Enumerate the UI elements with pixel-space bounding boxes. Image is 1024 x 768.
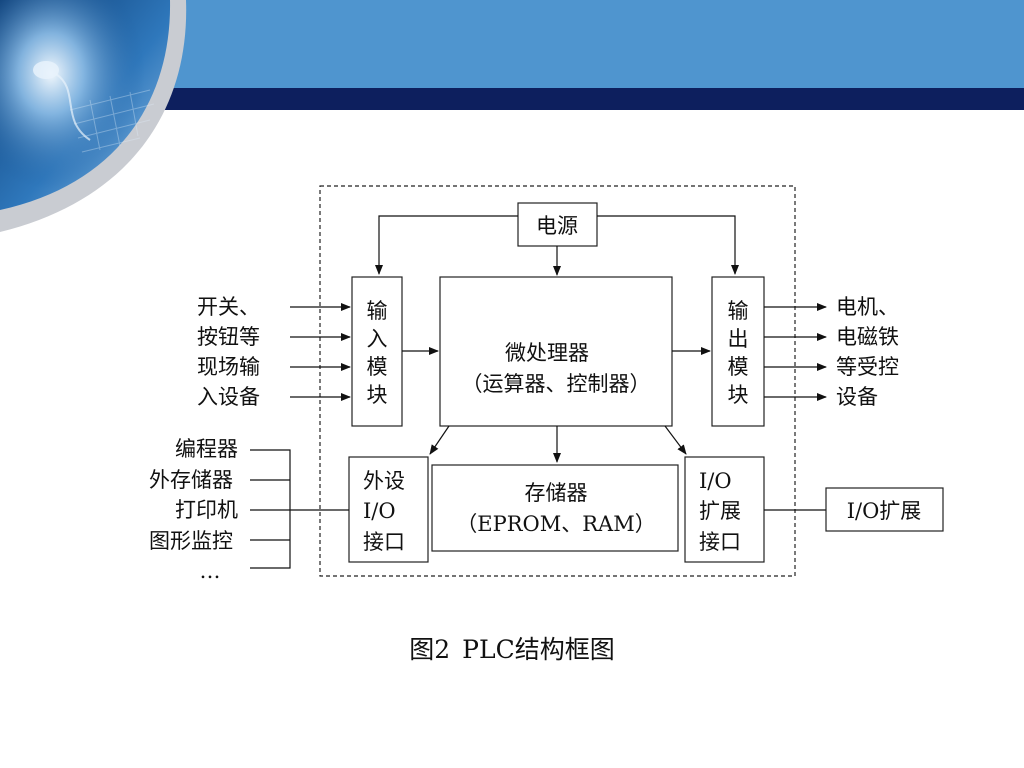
right-output-label-1: 电机、 — [836, 295, 899, 319]
input-module-char-4: 块 — [367, 383, 388, 407]
expansion-io-line2: 扩展 — [699, 499, 741, 523]
cpu-to-peripheral-arrow — [429, 425, 450, 455]
output-module-box — [711, 276, 765, 427]
output-module-char-3: 模 — [728, 355, 749, 379]
output-module-char-1: 输 — [728, 299, 749, 323]
expansion-io-line3: 接口 — [699, 530, 741, 554]
mouse-cable — [55, 73, 91, 141]
plc-boundary — [319, 185, 796, 577]
peripheral-label-1: 编程器 — [175, 437, 238, 461]
right-output-label-2: 电磁铁 — [836, 325, 899, 349]
header-banner — [150, 0, 1024, 110]
corner-glow — [0, 0, 171, 210]
power-label: 电源 — [536, 214, 578, 238]
keyboard-motif — [69, 89, 155, 153]
cpu-label-line2: （运算器、控制器） — [462, 372, 651, 396]
input-module-char-2: 入 — [367, 327, 388, 351]
expansion-io-line1: I/O — [699, 469, 732, 493]
peripheral-label-4: 图形监控 — [149, 529, 233, 553]
output-module-char-2: 出 — [728, 327, 749, 351]
peripheral-io-line2: I/O — [363, 499, 396, 523]
peripheral-label-2: 外存储器 — [149, 468, 233, 492]
banner-navy-stripe — [150, 88, 1024, 110]
mouse-icon — [33, 61, 59, 79]
memory-label-line2: （EPROM、RAM） — [456, 512, 655, 536]
left-input-label-3: 现场输 — [197, 355, 260, 379]
io-expansion-box — [825, 487, 944, 532]
right-output-label-4: 设备 — [836, 385, 878, 409]
io-expansion-label: I/O扩展 — [847, 499, 922, 523]
output-module-char-4: 块 — [728, 383, 749, 407]
power-to-output-line — [597, 215, 739, 275]
left-input-label-2: 按钮等 — [197, 325, 260, 349]
peripheral-bracket — [250, 449, 349, 569]
cpu-to-expansion-arrow — [664, 425, 687, 455]
input-module-char-1: 输 — [367, 299, 388, 323]
caption-title: PLC结构框图 — [462, 635, 615, 664]
banner-blue-band — [150, 0, 1024, 88]
memory-box — [431, 464, 679, 552]
peripheral-io-line1: 外设 — [363, 469, 405, 493]
memory-label-line1: 存储器 — [525, 481, 588, 505]
input-module-box — [351, 276, 403, 427]
peripheral-label-5: … — [200, 559, 221, 583]
cpu-label-line1: 微处理器 — [505, 341, 589, 365]
input-module-char-3: 模 — [367, 355, 388, 379]
cpu-box — [439, 276, 673, 427]
left-input-label-4: 入设备 — [197, 385, 260, 409]
right-output-label-3: 等受控 — [836, 355, 899, 379]
caption-figure-number: 图2 — [409, 635, 451, 664]
peripheral-io-box — [348, 456, 429, 563]
figure-caption: 图2 PLC结构框图 — [0, 630, 1024, 666]
power-box — [517, 202, 598, 247]
peripheral-io-line3: 接口 — [363, 530, 405, 554]
corner-graphic — [0, 0, 187, 232]
peripheral-label-3: 打印机 — [175, 498, 238, 522]
power-to-input-line — [375, 215, 518, 275]
left-input-label-1: 开关、 — [197, 295, 260, 319]
